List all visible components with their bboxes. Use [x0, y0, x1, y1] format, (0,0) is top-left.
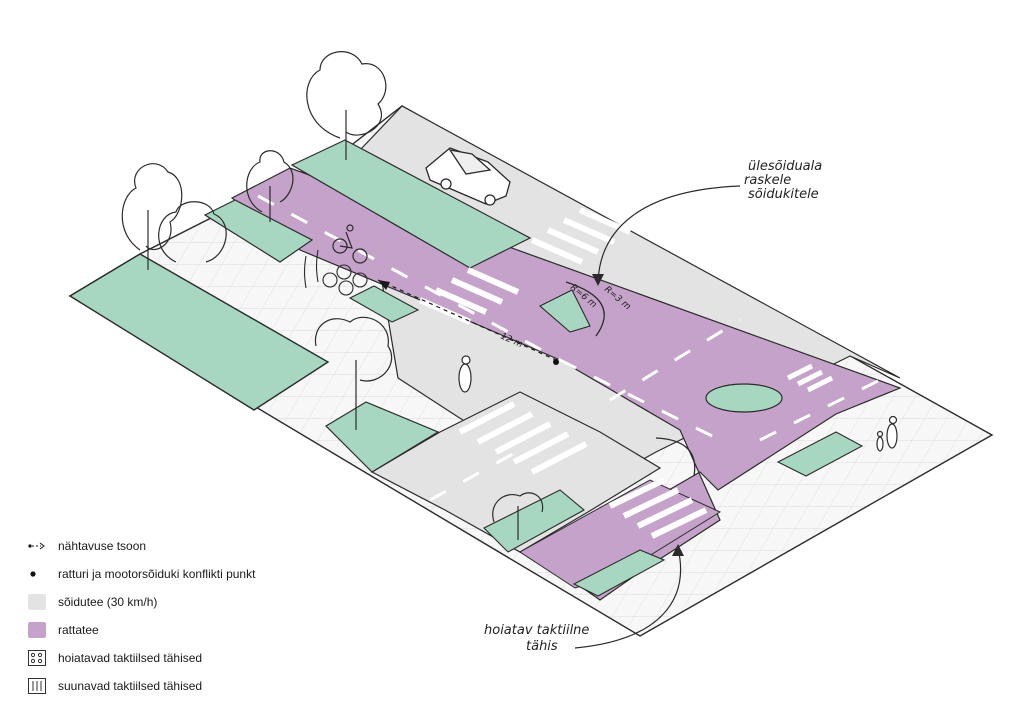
legend: nähtavuse tsoon ratturi ja mootorsõiduki… — [28, 532, 358, 700]
directional-tactile-icon — [28, 678, 46, 694]
annotation-arrow-heavy — [592, 274, 604, 286]
cycle-track-swatch-icon — [28, 622, 46, 638]
visibility-arrow-icon — [28, 538, 46, 554]
parked-bikes-icon — [303, 249, 368, 296]
legend-label: sõidutee (30 km/h) — [58, 595, 158, 609]
pedestrian-icon — [458, 355, 898, 452]
visibility-arrow-head — [378, 280, 390, 290]
green-mid-bed — [325, 401, 440, 473]
legend-item-directional-tactile: suunavad taktiilsed tähised — [28, 672, 358, 700]
legend-item-visibility: nähtavuse tsoon — [28, 532, 358, 560]
legend-label: rattatee — [58, 623, 99, 637]
conflict-point-dot — [553, 359, 559, 365]
legend-label: ratturi ja mootorsõiduki konflikti punkt — [58, 567, 256, 581]
green-block-large — [68, 253, 330, 411]
lane-markings — [257, 194, 881, 502]
zebra-crossing-side — [458, 401, 588, 475]
annotation-leader-heavy — [597, 185, 741, 283]
green-small-square — [348, 285, 420, 323]
zebra-crossing-top — [530, 207, 632, 265]
legend-item-road: sõidutee (30 km/h) — [28, 588, 358, 616]
warning-tactile-icon — [28, 650, 46, 666]
legend-item-conflict: ratturi ja mootorsõiduki konflikti punkt — [28, 560, 358, 588]
curb-radius-large — [565, 281, 605, 337]
legend-label: nähtavuse tsoon — [58, 539, 147, 553]
curb-radius-corner — [655, 437, 696, 477]
cycle-track-branch — [519, 479, 722, 589]
green-lower-strip — [572, 549, 666, 597]
zebra-crossing-right — [786, 363, 834, 393]
annotation-leader-tactile — [574, 547, 682, 649]
green-strip-left — [203, 199, 314, 263]
annotation-warning-tactile-line2: tähis — [526, 639, 558, 654]
conflict-dot-icon — [28, 566, 46, 582]
green-right-bed — [776, 431, 864, 477]
annotation-heavy-vehicles-line3: sõidukitele — [748, 187, 819, 202]
legend-item-warning-tactile: hoiatavad taktiilsed tähised — [28, 644, 358, 672]
green-traffic-island — [705, 383, 783, 413]
annotation-warning-tactile-line1: hoiatav taktiilne — [484, 623, 589, 638]
legend-label: hoiatavad taktiilsed tähised — [58, 651, 203, 665]
legend-label: suunavad taktiilsed tähised — [58, 679, 203, 693]
side-road — [370, 391, 662, 553]
visibility-zone-line — [377, 279, 557, 361]
annotation-heavy-vehicles-line1: ülesõiduala — [748, 159, 822, 174]
legend-item-cycle-track: rattatee — [28, 616, 358, 644]
cyclist-icon — [332, 224, 368, 264]
annotation-arrow-tactile — [672, 544, 684, 556]
green-strip-top — [290, 139, 532, 269]
road-swatch-icon — [28, 594, 46, 610]
green-corner-island — [539, 289, 591, 333]
zebra-crossing-cycle — [418, 267, 520, 325]
car-icon — [425, 147, 511, 206]
tree-icons — [121, 51, 544, 540]
green-bottom-bed — [483, 489, 585, 553]
zebra-crossing-lower — [608, 477, 708, 539]
annotation-heavy-vehicles-line2: raskele — [744, 173, 791, 188]
